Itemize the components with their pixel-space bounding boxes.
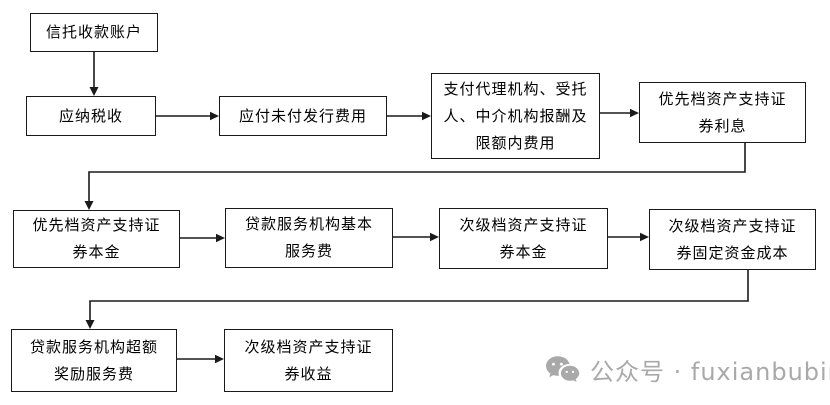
flow-node-sub-fixed-cost: 次级档资产支持证 券固定资金成本 [649, 209, 816, 270]
flow-node-label: 券本金 [72, 243, 121, 261]
flow-node-label: 次级档资产支持证 [244, 337, 373, 356]
flow-node-label: 次级档资产支持证 [668, 216, 797, 235]
flow-node-trust-account: 信托收款账户 [30, 13, 158, 52]
wechat-icon [545, 354, 581, 386]
flow-node-taxes: 应纳税收 [26, 96, 156, 136]
arrowhead-right-icon [430, 232, 439, 242]
arrowhead-down-icon [89, 87, 99, 96]
flow-node-label: 优先档资产支持证 [32, 216, 161, 234]
flow-node-label: 奖励服务费 [53, 364, 134, 383]
flow-node-label: 券固定资金成本 [676, 243, 789, 262]
flow-node-label: 人、中介机构报酬及 [443, 106, 588, 125]
flow-node-label: 次级档资产支持证 [459, 215, 588, 234]
arrowhead-down-icon [85, 320, 95, 329]
elbow-sub-fixed-cost-to-excess-fee [89, 270, 749, 321]
arrowhead-right-icon [216, 233, 225, 243]
flow-node-senior-interest: 优先档资产支持证 券利息 [639, 82, 806, 143]
flow-node-agency-intermediary-fees: 支付代理机构、受托 人、中介机构报酬及 限额内费用 [431, 73, 600, 159]
arrowhead-right-icon [215, 354, 224, 364]
flow-node-label: 贷款服务机构基本 [244, 215, 373, 233]
watermark-text: 公众号 · fuxianbubin [590, 358, 830, 386]
flow-node-servicer-base-fee: 贷款服务机构基本 服务费 [225, 208, 393, 268]
flow-node-label: 限额内费用 [475, 133, 556, 152]
flow-node-label: 券收益 [284, 364, 333, 383]
flow-node-label: 券本金 [499, 242, 548, 261]
flow-node-servicer-excess-fee: 贷款服务机构超额 奖励服务费 [11, 329, 177, 392]
arrowhead-right-icon [630, 108, 639, 118]
flow-node-label: 应付未付发行费用 [238, 106, 367, 125]
flow-node-label: 券利息 [698, 116, 747, 135]
flow-node-label: 贷款服务机构超额 [29, 337, 158, 356]
flow-node-unpaid-issuance-fees: 应付未付发行费用 [219, 96, 387, 136]
elbow-senior-interest-to-senior-principal [88, 143, 746, 202]
watermark: 公众号 · fuxianbubin [545, 352, 830, 387]
flow-node-label: 优先档资产支持证 [658, 89, 787, 108]
flow-node-label: 服务费 [284, 242, 333, 260]
arrowhead-right-icon [210, 111, 219, 121]
flow-node-sub-residual: 次级档资产支持证 券收益 [224, 329, 393, 392]
flow-node-label: 应纳税收 [58, 106, 123, 125]
flow-node-label: 信托收款账户 [45, 23, 142, 41]
arrowhead-down-icon [84, 201, 94, 210]
arrowhead-right-icon [640, 232, 649, 242]
flow-node-sub-principal: 次级档资产支持证 券本金 [439, 208, 608, 269]
arrowhead-right-icon [422, 111, 431, 121]
flow-node-senior-principal: 优先档资产支持证 券本金 [13, 210, 180, 268]
flow-node-label: 支付代理机构、受托 [443, 79, 588, 98]
